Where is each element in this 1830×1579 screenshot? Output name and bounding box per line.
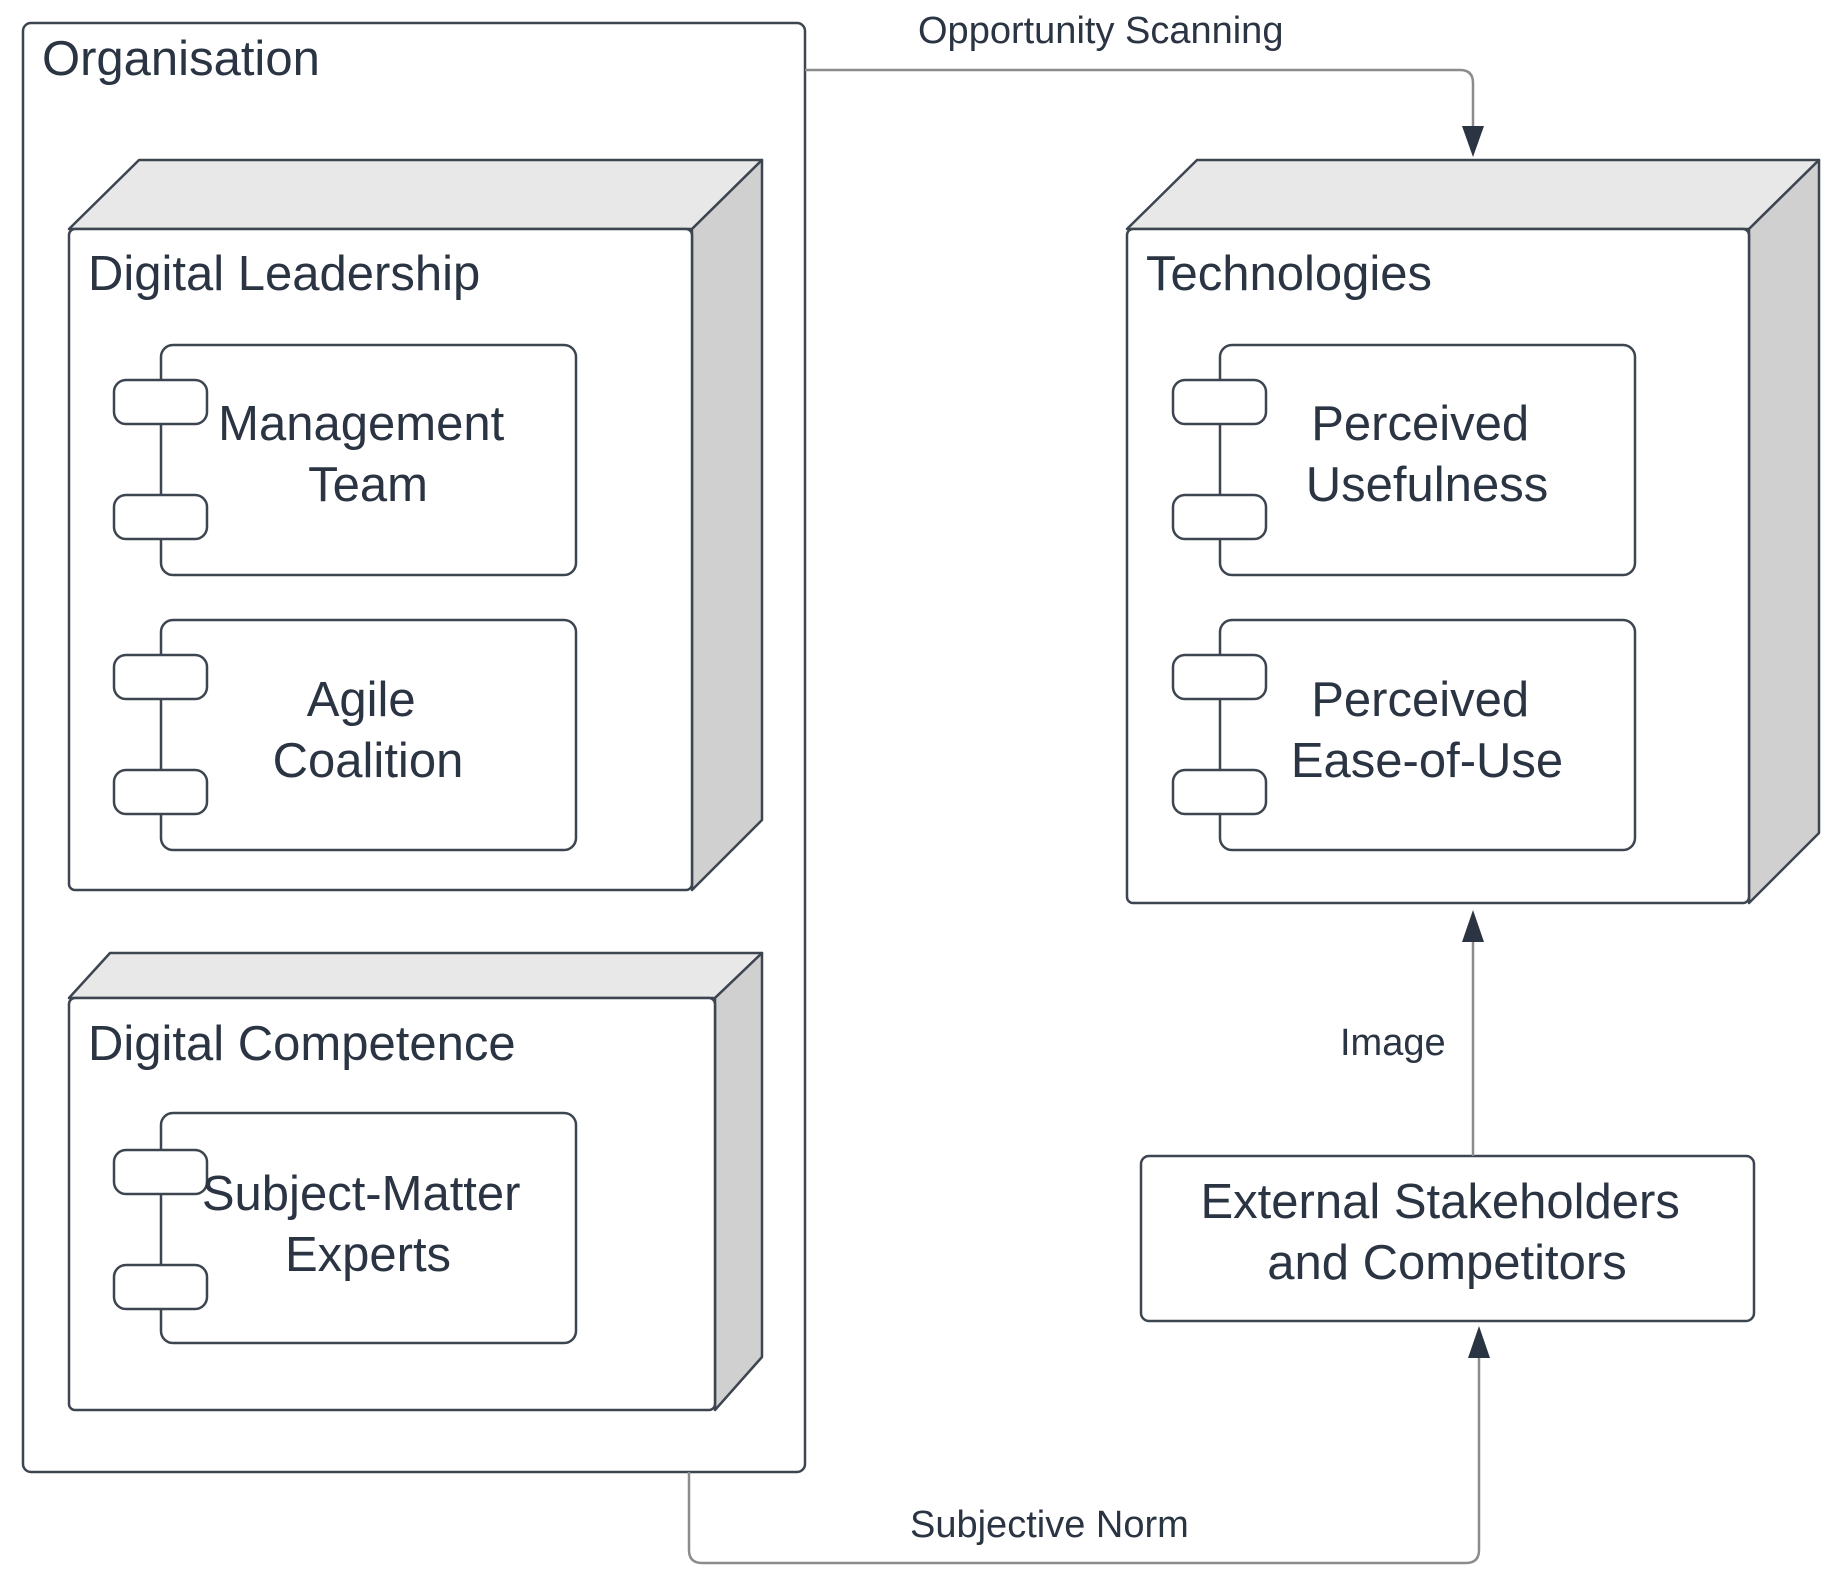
technologies-node: Technologies Perceived Usefulness Percei… <box>1125 158 1821 905</box>
subjective-norm-label: Subjective Norm <box>910 1504 1189 1546</box>
digital-leadership-title: Digital Leadership <box>88 247 480 301</box>
technologies-side-face <box>1747 158 1821 905</box>
digital-competence-node: Digital Competence Subject-Matter Expert… <box>67 951 764 1412</box>
component-label-line: Usefulness <box>1306 458 1548 512</box>
arrowhead-icon <box>1468 1326 1490 1358</box>
component-label-line: Experts <box>285 1228 451 1282</box>
digital-leadership-top-face <box>67 158 764 231</box>
component-body <box>159 343 578 577</box>
external-stakeholders-box: External Stakeholders and Competitors <box>1139 1154 1756 1323</box>
component-label-line: Ease-of-Use <box>1291 734 1563 788</box>
image-edge: Image <box>1340 910 1484 1156</box>
agile-coalition-label: Agile Coalition <box>273 673 464 788</box>
perceived-usefulness-label: Perceived Usefulness <box>1306 397 1548 512</box>
component-label-line: Coalition <box>273 734 464 788</box>
component-label-line: Management <box>218 397 504 451</box>
component-label-line: Agile <box>307 673 416 727</box>
subject-matter-experts-label: Subject-Matter Experts <box>202 1167 534 1282</box>
component-port-icon <box>1171 378 1268 426</box>
component-body <box>1218 618 1637 852</box>
opportunity-scanning-connector <box>805 68 1475 132</box>
perceived-usefulness-component: Perceived Usefulness <box>1171 343 1637 577</box>
arrowhead-icon <box>1462 126 1484 157</box>
agile-coalition-component: Agile Coalition <box>112 618 578 852</box>
opportunity-scanning-label: Opportunity Scanning <box>918 10 1283 52</box>
external-stakeholders-label: External Stakeholders and Competitors <box>1200 1175 1693 1290</box>
component-port-icon <box>112 378 209 426</box>
component-port-icon <box>112 1148 209 1196</box>
component-label-line: Perceived <box>1311 397 1529 451</box>
arrowhead-icon <box>1462 910 1484 942</box>
component-port-icon <box>112 493 209 541</box>
image-label: Image <box>1340 1022 1446 1064</box>
perceived-ease-of-use-component: Perceived Ease-of-Use <box>1171 618 1637 852</box>
component-body <box>1218 343 1637 577</box>
external-label-line: and Competitors <box>1267 1236 1627 1290</box>
subject-matter-experts-component: Subject-Matter Experts <box>112 1111 578 1345</box>
digital-competence-side-face <box>713 951 764 1412</box>
component-port-icon <box>1171 653 1268 701</box>
subjective-norm-edge: Subjective Norm <box>687 1326 1490 1565</box>
component-port-icon <box>1171 768 1268 816</box>
digital-competence-top-face <box>67 951 764 1000</box>
component-port-icon <box>112 653 209 701</box>
component-body <box>159 1111 578 1345</box>
technologies-top-face <box>1125 158 1821 231</box>
component-port-icon <box>112 768 209 816</box>
management-team-component: Management Team <box>112 343 578 577</box>
opportunity-scanning-edge: Opportunity Scanning <box>805 10 1484 157</box>
subjective-norm-connector <box>687 1352 1481 1565</box>
digital-leadership-node: Digital Leadership Management Team Agile… <box>67 158 764 892</box>
digital-competence-title: Digital Competence <box>88 1017 516 1071</box>
component-label-line: Team <box>308 458 428 512</box>
component-label-line: Perceived <box>1311 673 1529 727</box>
digital-leadership-side-face <box>690 158 764 892</box>
organisation-title: Organisation <box>42 32 320 86</box>
external-stakeholders-frame <box>1139 1154 1756 1323</box>
component-port-icon <box>1171 493 1268 541</box>
component-port-icon <box>112 1263 209 1311</box>
component-label-line: Subject-Matter <box>202 1167 521 1221</box>
perceived-ease-of-use-label: Perceived Ease-of-Use <box>1291 673 1563 788</box>
component-body <box>159 618 578 852</box>
technologies-title: Technologies <box>1146 247 1432 301</box>
management-team-label: Management Team <box>218 397 518 512</box>
external-label-line: External Stakeholders <box>1200 1175 1679 1229</box>
